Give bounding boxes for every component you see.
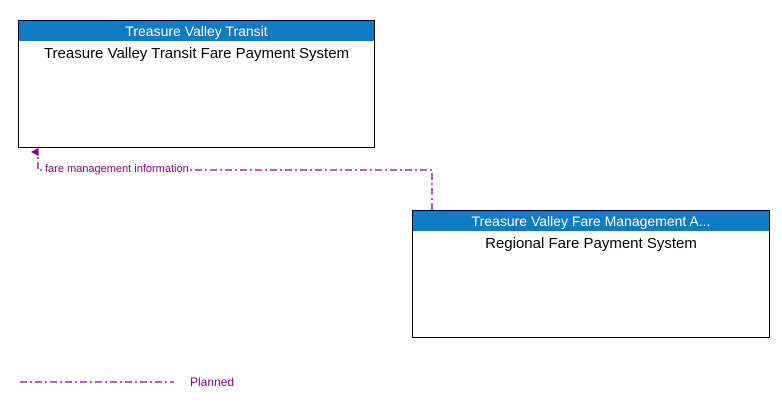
context-box-body-label: Regional Fare Payment System [485, 235, 697, 252]
context-box-header: Treasure Valley Transit [19, 21, 374, 41]
flow-label-fare-management-information: fare management information [44, 163, 190, 176]
context-box-body-label: Treasure Valley Transit Fare Payment Sys… [43, 45, 350, 62]
context-box-treasure-valley-fare-management[interactable]: Treasure Valley Fare Management A... Reg… [412, 210, 770, 338]
legend-line-swatch-planned [20, 381, 174, 383]
context-box-treasure-valley-transit[interactable]: Treasure Valley Transit Treasure Valley … [18, 20, 375, 148]
flow-path-fare-management-information [31, 147, 433, 210]
legend: Planned [18, 372, 278, 394]
legend-label-planned: Planned [190, 375, 235, 389]
context-box-header: Treasure Valley Fare Management A... [413, 211, 769, 231]
